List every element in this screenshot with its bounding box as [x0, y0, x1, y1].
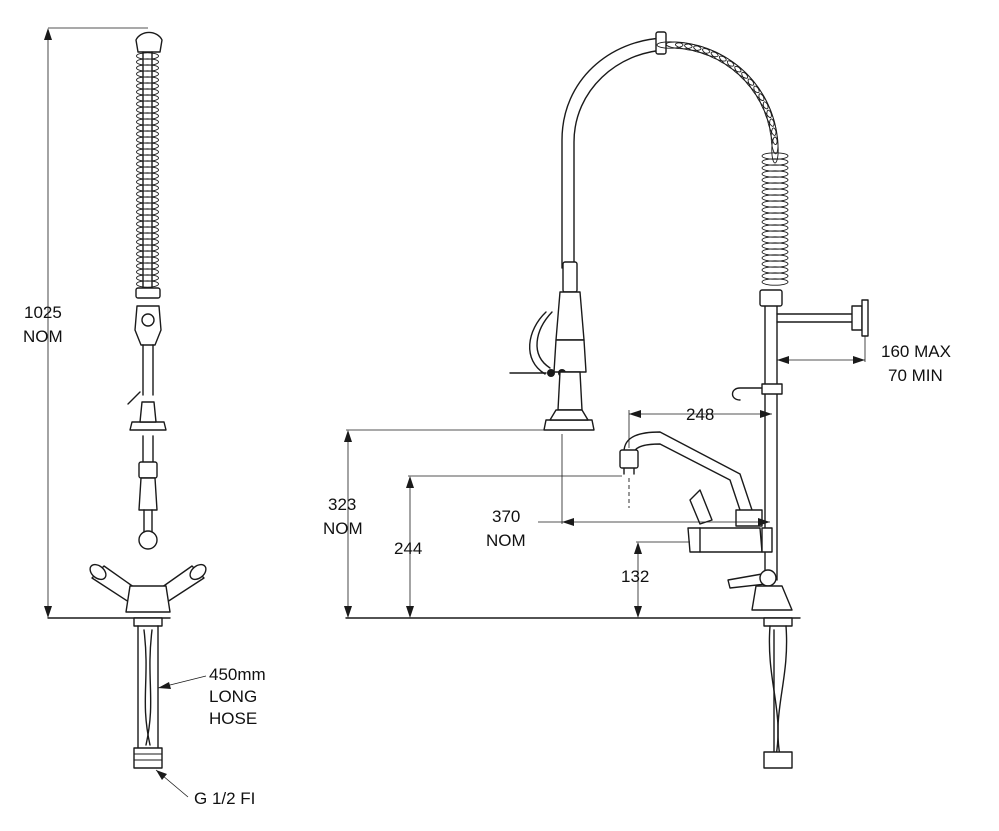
- coil-turn: [771, 136, 779, 164]
- coil-turn: [136, 70, 159, 78]
- coil-turn: [136, 262, 159, 270]
- overall-height-value: 1025: [24, 303, 62, 322]
- overall-height-unit: NOM: [23, 327, 63, 346]
- coil-turn: [136, 226, 159, 234]
- spray-height-unit: NOM: [323, 519, 363, 538]
- coil-turn: [136, 64, 159, 72]
- coil-turn: [136, 142, 159, 150]
- coil-turn: [726, 60, 749, 79]
- coil-turn: [136, 94, 159, 102]
- side-view: [44, 27, 207, 798]
- coil-turn: [136, 256, 159, 264]
- coil-turn: [761, 218, 789, 226]
- coil-turn: [136, 82, 159, 90]
- coil-turn: [136, 124, 159, 132]
- hose-length-line1: 450mm: [209, 665, 266, 684]
- coil-turn: [136, 178, 159, 186]
- coil-turn: [136, 196, 159, 204]
- coil-turn: [761, 266, 789, 274]
- coil-turn: [136, 76, 159, 84]
- coil-turn: [761, 272, 789, 280]
- coil-turn: [674, 42, 702, 51]
- coil-turn: [761, 164, 789, 172]
- spout-height-value: 244: [394, 539, 422, 558]
- coil-turn: [761, 224, 789, 232]
- coil-turn: [136, 58, 159, 66]
- coil-turn: [747, 78, 765, 102]
- spout-reach-value: 248: [686, 405, 714, 424]
- coil-turn: [136, 220, 159, 228]
- coil-turn: [761, 236, 789, 244]
- spray-height-value: 323: [328, 495, 356, 514]
- coil-turn: [136, 190, 159, 198]
- hose-length-line2: LONG: [209, 687, 257, 706]
- front-view: [344, 31, 869, 769]
- spring-coil-side: [136, 52, 159, 288]
- coil-turn: [710, 51, 735, 67]
- coil-turn: [136, 100, 159, 108]
- coil-turn: [761, 230, 789, 238]
- coil-turn: [761, 278, 789, 286]
- wall-bracket-max: 160 MAX: [881, 342, 951, 361]
- coil-turn: [718, 55, 742, 73]
- coil-turn: [761, 194, 789, 202]
- spring-coil-front: [656, 41, 789, 286]
- coil-turn: [753, 85, 769, 110]
- hose-length-line3: HOSE: [209, 709, 257, 728]
- coil-turn: [136, 268, 159, 276]
- coil-turn: [136, 148, 159, 156]
- coil-turn: [136, 130, 159, 138]
- coil-turn: [136, 166, 159, 174]
- coil-turn: [734, 65, 755, 86]
- coil-turn: [136, 172, 159, 180]
- coil-turn: [136, 52, 159, 60]
- coil-turn: [136, 208, 159, 216]
- coil-turn: [761, 260, 789, 268]
- coil-turn: [136, 244, 159, 252]
- coil-turn: [136, 106, 159, 114]
- coil-turn: [136, 160, 159, 168]
- coil-turn: [136, 136, 159, 144]
- wall-bracket-min: 70 MIN: [888, 366, 943, 385]
- coil-turn: [761, 242, 789, 250]
- spray-reach-unit: NOM: [486, 531, 526, 550]
- coil-turn: [136, 118, 159, 126]
- coil-turn: [136, 238, 159, 246]
- coil-turn: [136, 184, 159, 192]
- coil-turn: [761, 182, 789, 190]
- coil-turn: [136, 88, 159, 96]
- coil-turn: [761, 188, 789, 196]
- coil-turn: [761, 200, 789, 208]
- coil-turn: [136, 250, 159, 258]
- tap-height-value: 132: [621, 567, 649, 586]
- coil-turn: [136, 274, 159, 282]
- coil-turn: [136, 214, 159, 222]
- spray-reach-value: 370: [492, 507, 520, 526]
- coil-turn: [761, 158, 789, 166]
- coil-turn: [136, 112, 159, 120]
- coil-turn: [136, 202, 159, 210]
- coil-turn: [761, 206, 789, 214]
- coil-turn: [761, 254, 789, 262]
- coil-turn: [761, 170, 789, 178]
- connection-label: G 1/2 FI: [194, 789, 255, 808]
- coil-turn: [761, 248, 789, 256]
- coil-turn: [136, 232, 159, 240]
- coil-turn: [761, 176, 789, 184]
- coil-turn: [136, 154, 159, 162]
- coil-turn: [761, 212, 789, 220]
- coil-turn: [136, 280, 159, 288]
- coil-turn: [741, 71, 760, 94]
